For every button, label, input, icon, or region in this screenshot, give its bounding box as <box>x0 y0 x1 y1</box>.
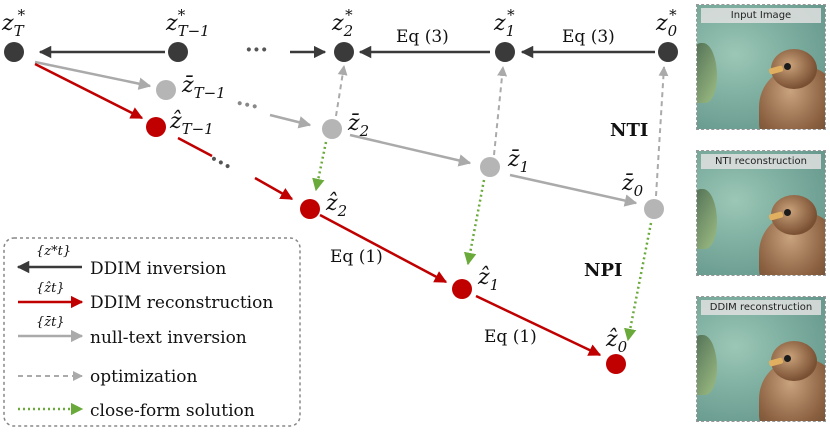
recon-arrow-zhatT1-dots <box>177 136 213 158</box>
label-z2-star: z2* <box>331 6 353 40</box>
label-z0-star: z0* <box>655 6 678 40</box>
ellipsis-top: ··· <box>245 37 268 63</box>
panel-input-image: Input Image <box>696 4 826 130</box>
legend-sym-inversion: {z*t} <box>36 244 71 259</box>
label-zhat-0: ẑ0 <box>605 327 628 356</box>
node-zbar-2 <box>322 119 342 139</box>
label-zT-star: zT* <box>1 6 26 40</box>
node-zhat-0 <box>606 354 626 374</box>
label-z1-star: z1* <box>493 6 515 40</box>
node-zbar-T1 <box>156 80 176 100</box>
node-zhat-T1 <box>146 117 166 137</box>
ellipsis-mid: ··· <box>233 90 261 120</box>
cf-arrow-zbar0-zhat0 <box>624 222 653 342</box>
cf-arrow-zbar2-zhat2 <box>312 141 328 192</box>
panel-nti-reconstruction: NTI reconstruction <box>696 150 826 276</box>
label-zbar-1: z̄1 <box>507 147 529 176</box>
panel-caption-ddim: DDIM reconstruction <box>701 300 821 315</box>
legend-text-optimization: optimization <box>90 367 198 387</box>
node-z0-star <box>658 42 678 62</box>
ddim-diagram: ··· ··· ··· zT* zT−1* z2* z1* z0* z̄T−1 … <box>1 6 678 427</box>
recon-arrow-zhat1-zhat0 <box>475 294 602 357</box>
tag-npi: NPI <box>584 260 622 281</box>
node-zhat-2 <box>300 199 320 219</box>
node-zT-star <box>4 42 24 62</box>
label-zbar-T1: z̄T−1 <box>181 73 226 102</box>
nullinv-arrow-zbar1-zbar0 <box>509 173 638 207</box>
panel-caption-input: Input Image <box>701 8 821 23</box>
label-zbar-2: z̄2 <box>347 111 369 140</box>
legend-sym-reconstruction: {ẑt} <box>36 281 65 296</box>
nullinv-arrow-zT-zbarT1 <box>34 60 152 90</box>
ellipsis-low: ··· <box>204 146 237 180</box>
label-zhat-2: ẑ2 <box>325 191 347 220</box>
label-zhat-T1: ẑT−1 <box>169 109 214 138</box>
node-zbar-0 <box>644 199 664 219</box>
opt-arrow-zbar1-zstar1 <box>493 66 508 156</box>
node-zhat-1 <box>452 279 472 299</box>
recon-arrow-dots-zhat2 <box>254 176 294 201</box>
eq3-label-a: Eq (3) <box>396 27 449 47</box>
recon-arrow-zT-zhatT1 <box>34 62 144 120</box>
node-z1-star <box>495 42 515 62</box>
legend-text-inversion: DDIM inversion <box>90 259 226 279</box>
panel-caption-nti: NTI reconstruction <box>701 154 821 169</box>
opt-arrow-zbar0-zstar0 <box>655 66 669 197</box>
eq1-label-b: Eq (1) <box>484 327 537 347</box>
opt-arrow-zbar2-zstar2 <box>335 65 348 117</box>
recon-arrow-zhat2-zhat1 <box>319 213 448 284</box>
legend-text-nulltext: null-text inversion <box>90 328 247 348</box>
nullinv-arrow-dots-zbar2 <box>269 113 312 129</box>
legend-text-closeform: close-form solution <box>90 401 255 421</box>
node-zbar-1 <box>480 157 500 177</box>
panel-ddim-reconstruction: DDIM reconstruction <box>696 296 826 422</box>
eq3-label-b: Eq (3) <box>562 27 615 47</box>
eq1-label-a: Eq (1) <box>330 247 383 267</box>
legend-sym-nulltext: {z̄t} <box>36 315 65 330</box>
legend-box <box>3 237 301 427</box>
label-zhat-1: ẑ1 <box>477 265 499 294</box>
tag-nti: NTI <box>610 120 648 141</box>
nullinv-arrow-zbar2-zbar1 <box>349 133 472 167</box>
label-zT1-star: zT−1* <box>165 6 210 40</box>
legend-text-reconstruction: DDIM reconstruction <box>90 293 273 313</box>
node-z2-star <box>334 42 354 62</box>
label-zbar-0: z̄0 <box>621 171 644 200</box>
node-zT1-star <box>168 42 188 62</box>
cf-arrow-zbar1-zhat1 <box>463 179 486 266</box>
